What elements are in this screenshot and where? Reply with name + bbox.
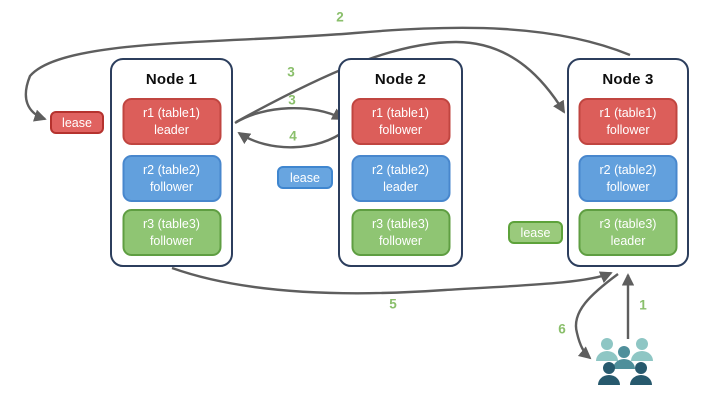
replica-role: leader <box>383 179 418 194</box>
replica-name: r1 (table1) <box>372 106 429 121</box>
node-3: Node 3 r1 (table1) follower r2 (table2) … <box>567 58 689 267</box>
node-3-title: Node 3 <box>602 71 654 88</box>
lease-badge-table3: lease <box>508 221 563 244</box>
replica-name: r3 (table3) <box>599 217 657 232</box>
node-1-replica-r3: r3 (table3) follower <box>122 209 221 256</box>
step-label-3a: 3 <box>287 64 295 80</box>
node-1-replica-r2: r2 (table2) follower <box>122 155 221 202</box>
users-icon <box>596 338 653 385</box>
replica-role: follower <box>606 122 650 137</box>
node-3-replica-r2: r2 (table2) follower <box>578 155 678 202</box>
step-label-5: 5 <box>389 296 397 312</box>
lease-badge-table1: lease <box>50 111 104 134</box>
replica-name: r1 (table1) <box>599 106 657 121</box>
node-2-replica-r3: r3 (table3) follower <box>351 209 450 256</box>
arrow-step-6 <box>574 273 619 360</box>
step-label-2: 2 <box>336 9 344 25</box>
replica-name: r2 (table2) <box>599 163 657 178</box>
node-3-replica-r3: r3 (table3) leader <box>578 209 678 256</box>
node-1-title: Node 1 <box>145 71 198 88</box>
replica-role: follower <box>378 233 423 248</box>
arrow-step-5 <box>171 266 613 295</box>
replica-name: r1 (table1) <box>143 106 200 121</box>
arrow-step-3-to-node2 <box>234 106 345 125</box>
step-label-4: 4 <box>289 128 297 144</box>
replica-role: leader <box>610 233 646 248</box>
replica-name: r3 (table3) <box>372 217 429 232</box>
node-2-title: Node 2 <box>374 71 427 88</box>
node-2: Node 2 r1 (table1) follower r2 (table2) … <box>338 58 463 267</box>
arrow-step-4 <box>237 129 347 149</box>
replica-role: follower <box>149 179 194 194</box>
step-label-3b: 3 <box>288 92 296 108</box>
node-1: Node 1 r1 (table1) leader r2 (table2) fo… <box>110 58 233 267</box>
node-1-replica-r1: r1 (table1) leader <box>122 98 221 145</box>
arrow-step-3-to-node3 <box>235 40 566 124</box>
step-label-6: 6 <box>558 321 566 337</box>
replica-name: r2 (table2) <box>372 163 429 178</box>
replica-role: follower <box>378 122 423 137</box>
arrow-step-2 <box>24 26 631 122</box>
replica-role: leader <box>154 122 189 137</box>
step-label-1: 1 <box>639 297 647 313</box>
replica-name: r3 (table3) <box>143 217 200 232</box>
node-3-replica-r1: r1 (table1) follower <box>578 98 678 145</box>
node-2-replica-r2: r2 (table2) leader <box>351 155 450 202</box>
lease-badge-table2: lease <box>277 166 333 189</box>
replica-role: follower <box>149 233 194 248</box>
replica-name: r2 (table2) <box>143 163 200 178</box>
node-2-replica-r1: r1 (table1) follower <box>351 98 450 145</box>
replica-role: follower <box>606 179 650 194</box>
